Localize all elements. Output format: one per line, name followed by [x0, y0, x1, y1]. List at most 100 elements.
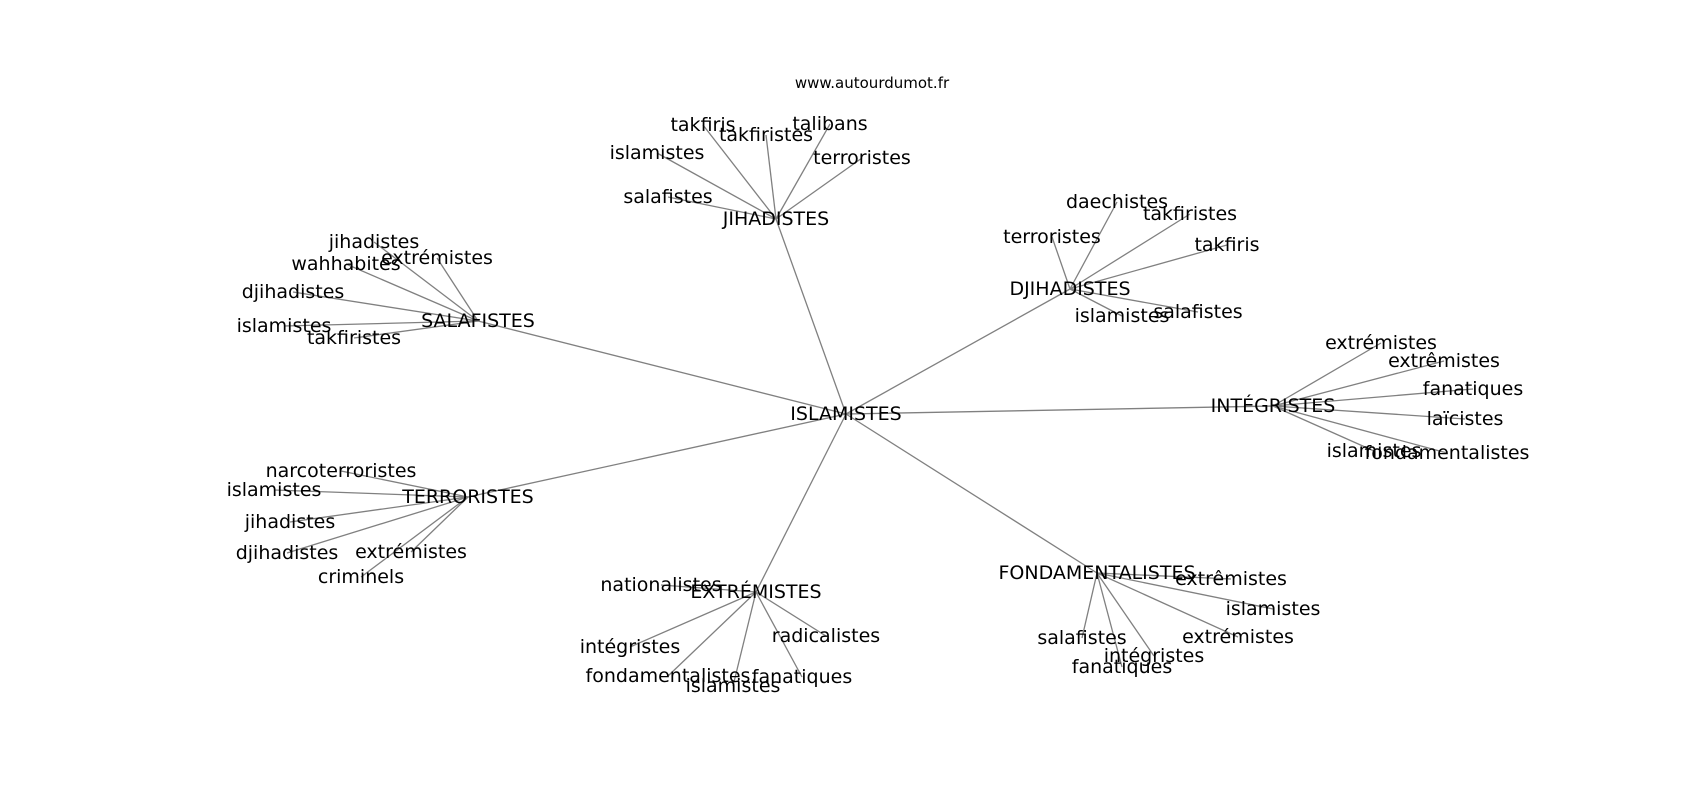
edge-salafistes-extremistes	[436, 257, 479, 322]
hub-node-fondamentalistes: FONDAMENTALISTES	[998, 562, 1195, 584]
hub-node-salafistes: SALAFISTES	[421, 310, 535, 332]
leaf-node-terroristes-narcoterroristes: narcoterroristes	[266, 460, 417, 482]
leaf-node-fondamentalistes-integristes: intégristes	[1104, 645, 1205, 667]
leaf-node-integristes-fanatiques: fanatiques	[1423, 378, 1523, 400]
edge-terroristes-islamistes	[273, 489, 469, 498]
leaf-node-jihadistes-salafistes: salafistes	[623, 186, 712, 208]
edge-fondamentalistes-integristes	[1096, 572, 1155, 657]
edge-integristes-extremistes	[1272, 360, 1445, 407]
edge-islamistes-extremistes	[755, 413, 847, 593]
leaf-node-extremistes-islamistes: islamistes	[686, 675, 781, 697]
edge-jihadistes-talibans	[775, 123, 831, 220]
leaf-node-salafistes-djihadistes: djihadistes	[242, 281, 345, 303]
leaf-node-terroristes-djihadistes: djihadistes	[236, 542, 339, 564]
edge-islamistes-terroristes	[467, 413, 847, 498]
edge-fondamentalistes-islamistes	[1096, 572, 1274, 610]
leaf-node-integristes-islamistes: islamistes	[1327, 440, 1422, 462]
edge-djihadistes-salafistes	[1069, 288, 1199, 313]
leaf-node-salafistes-jihadistes: jihadistes	[328, 231, 420, 253]
edge-salafistes-takfiristes	[353, 320, 479, 339]
hub-node-terroristes: TERRORISTES	[401, 486, 534, 508]
leaf-node-salafistes-islamistes: islamistes	[237, 315, 332, 337]
edge-islamistes-integristes	[845, 405, 1274, 415]
edge-extremistes-fanatiques	[755, 591, 803, 678]
leaf-node-fondamentalistes-salafistes: salafistes	[1037, 627, 1126, 649]
leaf-node-djihadistes-takfiristes: takfiristes	[1143, 203, 1237, 225]
edge-terroristes-djihadistes	[286, 496, 469, 554]
edge-integristes-laicistes	[1272, 405, 1466, 420]
leaf-node-fondamentalistes-islamistes: islamistes	[1226, 598, 1321, 620]
leaf-node-djihadistes-salafistes: salafistes	[1153, 301, 1242, 323]
edge-integristes-islamistes	[1272, 405, 1375, 452]
leaf-node-jihadistes-takfiristes: takfiristes	[719, 124, 813, 146]
leaf-node-jihadistes-talibans: talibans	[792, 113, 867, 135]
edge-salafistes-jihadistes	[373, 241, 479, 322]
leaf-node-djihadistes-islamistes: islamistes	[1075, 305, 1170, 327]
edge-extremistes-nationalistes	[660, 584, 757, 593]
leaf-node-extremistes-integristes: intégristes	[580, 636, 681, 658]
leaf-node-extremistes-fondamentalistes: fondamentalistes	[586, 665, 751, 687]
edge-extremistes-radicalistes	[755, 591, 827, 637]
edge-salafistes-islamistes	[283, 320, 479, 327]
edge-fondamentalistes-fanatiques	[1096, 572, 1123, 668]
edge-integristes-fondamentalistes	[1272, 405, 1448, 454]
leaf-node-jihadistes-takfiris: takfiris	[670, 114, 735, 136]
edge-extremistes-islamistes	[732, 591, 757, 687]
edge-islamistes-fondamentalistes	[845, 413, 1098, 574]
edges	[273, 123, 1474, 687]
leaf-node-terroristes-islamistes: islamistes	[227, 479, 322, 501]
leaf-node-djihadistes-takfiris: takfiris	[1194, 234, 1259, 256]
edge-islamistes-jihadistes	[775, 218, 847, 415]
edge-jihadistes-islamistes	[656, 152, 777, 220]
leaf-node-integristes-fondamentalistes: fondamentalistes	[1365, 442, 1530, 464]
edge-jihadistes-salafistes	[667, 196, 777, 220]
edge-djihadistes-islamistes	[1069, 288, 1123, 317]
edge-terroristes-extremistes	[410, 496, 469, 553]
leaf-node-terroristes-extremistes: extrémistes	[355, 541, 467, 563]
edge-fondamentalistes-extremistes	[1096, 572, 1232, 580]
edge-terroristes-jihadistes	[289, 496, 469, 523]
leaf-node-fondamentalistes-extremistes: extrêmistes	[1175, 568, 1287, 590]
leaf-node-djihadistes-terroristes: terroristes	[1003, 226, 1101, 248]
leaf-node-extremistes-nationalistes: nationalistes	[600, 574, 721, 596]
edge-terroristes-criminels	[360, 496, 469, 578]
edge-extremistes-fondamentalistes	[667, 591, 757, 677]
leaf-node-terroristes-jihadistes: jihadistes	[244, 511, 336, 533]
leaf-node-integristes-extremistes: extrêmistes	[1388, 350, 1500, 372]
edge-extremistes-integristes	[629, 591, 757, 648]
edge-islamistes-djihadistes	[845, 288, 1071, 415]
leaf-node-djihadistes-daechistes: daechistes	[1066, 191, 1168, 213]
edge-djihadistes-takfiris	[1069, 244, 1228, 290]
edge-salafistes-djihadistes	[292, 291, 479, 322]
edge-integristes-extremistes	[1272, 342, 1382, 407]
leaf-node-salafistes-wahhabites: wahhabites	[291, 253, 400, 275]
leaf-node-salafistes-takfiristes: takfiristes	[307, 327, 401, 349]
hub-node-integristes: INTÉGRISTES	[1211, 394, 1336, 417]
leaf-node-extremistes-radicalistes: radicalistes	[772, 625, 880, 647]
node-labels: takfiristakfiristestalibansterroristesis…	[227, 113, 1530, 697]
leaf-node-jihadistes-islamistes: islamistes	[610, 142, 705, 164]
leaf-node-salafistes-extremistes: extrémistes	[381, 247, 493, 269]
edge-djihadistes-daechistes	[1069, 201, 1118, 290]
hub-node-djihadistes: DJIHADISTES	[1009, 278, 1130, 300]
edge-fondamentalistes-salafistes	[1081, 572, 1098, 639]
leaf-node-integristes-laicistes: laïcistes	[1427, 408, 1504, 430]
edge-djihadistes-terroristes	[1051, 236, 1071, 290]
edge-terroristes-narcoterroristes	[340, 470, 469, 498]
edge-djihadistes-takfiristes	[1069, 213, 1191, 290]
leaf-node-jihadistes-terroristes: terroristes	[813, 147, 911, 169]
edge-jihadistes-takfiris	[702, 124, 777, 220]
hub-node-extremistes: EXTRÉMISTES	[690, 580, 821, 603]
leaf-node-extremistes-fanatiques: fanatiques	[752, 666, 852, 688]
edge-jihadistes-takfiristes	[765, 134, 777, 220]
leaf-node-fondamentalistes-extremistes: extrémistes	[1182, 626, 1294, 648]
leaf-node-fondamentalistes-fanatiques: fanatiques	[1072, 656, 1172, 678]
hub-node-jihadistes: JIHADISTES	[722, 208, 829, 230]
edge-fondamentalistes-extremistes	[1096, 572, 1239, 638]
center-node: ISLAMISTES	[790, 403, 901, 425]
edge-jihadistes-terroristes	[775, 157, 863, 220]
source-label: www.autourdumot.fr	[795, 74, 950, 92]
edge-islamistes-salafistes	[477, 320, 847, 415]
